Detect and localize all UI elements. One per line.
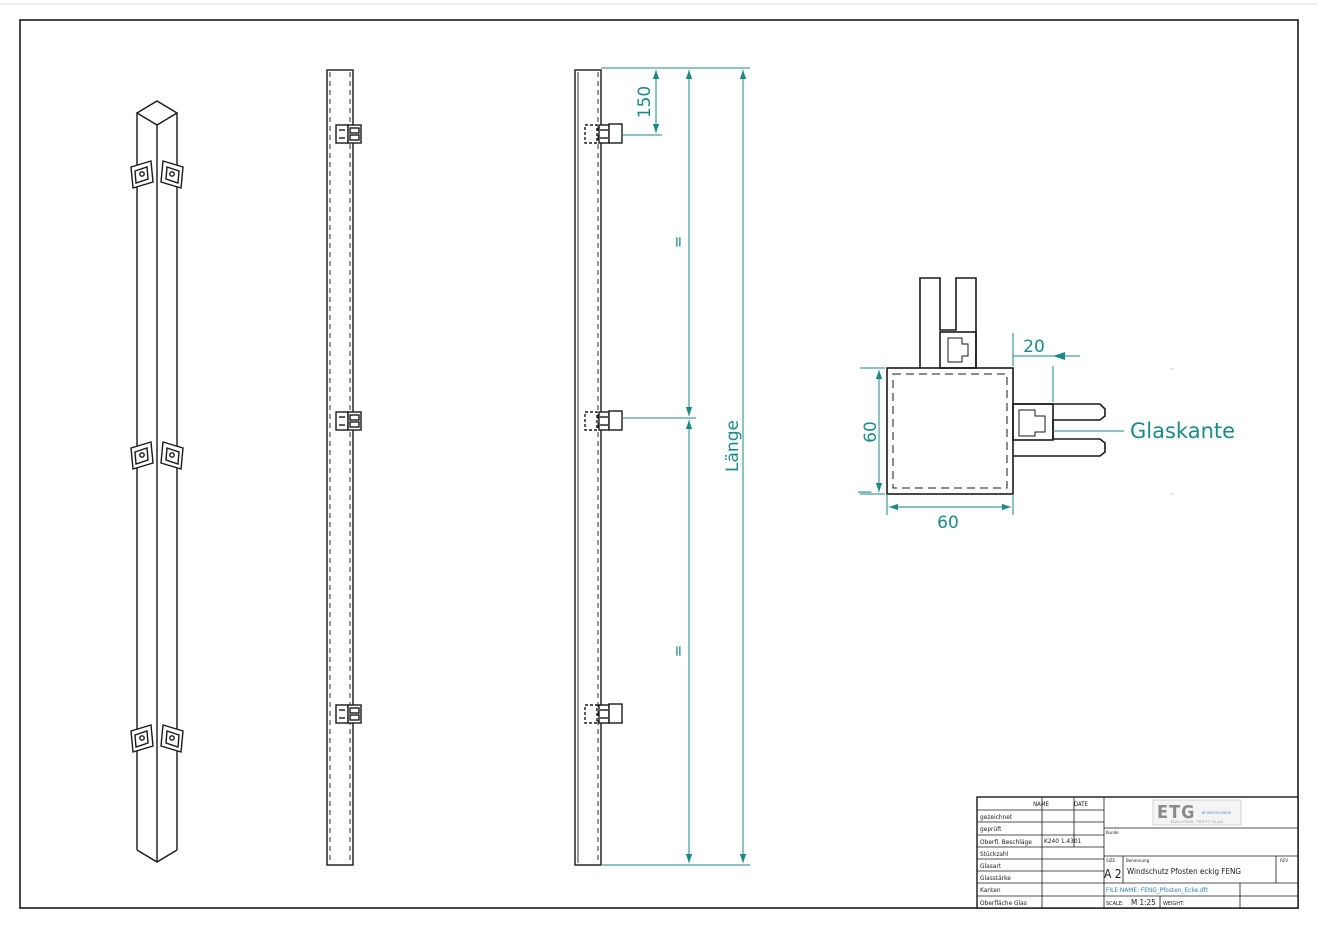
sheet-frame xyxy=(19,19,1299,909)
drawing-title: Windschutz Pfosten eckig FENG xyxy=(1127,867,1241,876)
iso-post-top xyxy=(135,100,179,126)
section-post-inner xyxy=(892,373,1008,489)
row-label-oberfl-beschlaege: Oberfl. Beschläge xyxy=(980,838,1032,846)
dim-width-label: 60 xyxy=(937,513,959,533)
company-logo: ETG BY KRISTIN KREYE EDELSTAHL TRIFFT GL… xyxy=(1152,799,1242,826)
row-value-oberfl-beschlaege: K240 1.4301 xyxy=(1044,837,1082,845)
row-label-gezeichnet: gezeichnet xyxy=(980,813,1013,821)
benennung-label: Benennung xyxy=(1126,858,1150,864)
logo-main: ETG xyxy=(1157,802,1195,823)
logo-sub: BY KRISTIN KREYE xyxy=(1202,811,1231,815)
side-post xyxy=(326,69,354,866)
dim-20-label: 20 xyxy=(1023,337,1045,357)
front-clamp-top xyxy=(584,123,623,144)
row-label-geprueft: geprüft xyxy=(980,825,1002,833)
size-label: SIZE xyxy=(1106,858,1116,864)
front-clamp-middle xyxy=(584,410,623,431)
logo-tagline: EDELSTAHL TRIFFT GLAS xyxy=(1171,820,1224,824)
dim-equal-bottom-label: = xyxy=(669,645,687,658)
row-label-glasart: Glasart xyxy=(980,862,1002,870)
file-name: FILE NAME: FENG_Pfosten_Ecke.dft xyxy=(1106,886,1209,894)
clamp-right xyxy=(1012,403,1106,457)
glass-edge-label: Glaskante xyxy=(1130,419,1235,443)
section-post-outer xyxy=(886,367,1014,495)
row-label-kanten: Kanten xyxy=(980,886,1001,894)
isometric-view xyxy=(130,100,184,863)
front-post xyxy=(574,69,602,866)
row-label-glasstaerke: Glasstärke xyxy=(980,874,1011,882)
rev-label: REV xyxy=(1280,858,1288,864)
col-header-date: DATE xyxy=(1074,801,1089,808)
title-block-frame xyxy=(976,796,1299,909)
iso-clamp-top xyxy=(130,160,184,189)
section-view xyxy=(886,277,1106,495)
scale-value: M 1:25 xyxy=(1131,898,1156,907)
scale-label: SCALE: xyxy=(1106,901,1124,907)
col-header-name: NAME xyxy=(1033,801,1049,808)
dim-150-label: 150 xyxy=(635,86,655,118)
clamp-top xyxy=(919,277,977,369)
dim-equal-top-label: = xyxy=(669,236,687,249)
section-dimensions xyxy=(860,333,1124,515)
kunde-label: Kunde xyxy=(1106,830,1119,836)
iso-clamp-bottom xyxy=(130,724,184,753)
side-clamp-top xyxy=(335,124,362,144)
front-view xyxy=(574,69,623,866)
side-clamp-middle xyxy=(335,411,362,431)
title-block: NAME DATE gezeichnet geprüft Oberfl. Bes… xyxy=(976,796,1299,909)
side-clamp-bottom xyxy=(335,704,362,724)
iso-post-bottom xyxy=(136,849,178,863)
row-label-oberflaeche-glas: Oberfläche Glas xyxy=(980,899,1027,907)
section-dimension-labels: 20 60 60 | Glaskante xyxy=(857,337,1235,533)
section-view-construction-marks xyxy=(1170,368,1174,495)
size-value: A 2 xyxy=(1104,867,1122,881)
front-clamp-bottom xyxy=(584,703,623,724)
dim-arrow-20 xyxy=(1053,352,1065,360)
front-dimension-labels: 150 = = Länge xyxy=(635,86,743,658)
iso-clamp-middle xyxy=(130,441,184,470)
row-label-stueckzahl: Stückzahl xyxy=(980,850,1009,858)
dim-height-label: 60 xyxy=(861,421,881,443)
dim-length-label: Länge xyxy=(723,420,743,472)
dim-height-tick: | xyxy=(857,490,872,494)
side-view xyxy=(326,69,362,866)
front-dimensions xyxy=(601,67,750,866)
weight-label: WEIGHT: xyxy=(1163,901,1184,907)
